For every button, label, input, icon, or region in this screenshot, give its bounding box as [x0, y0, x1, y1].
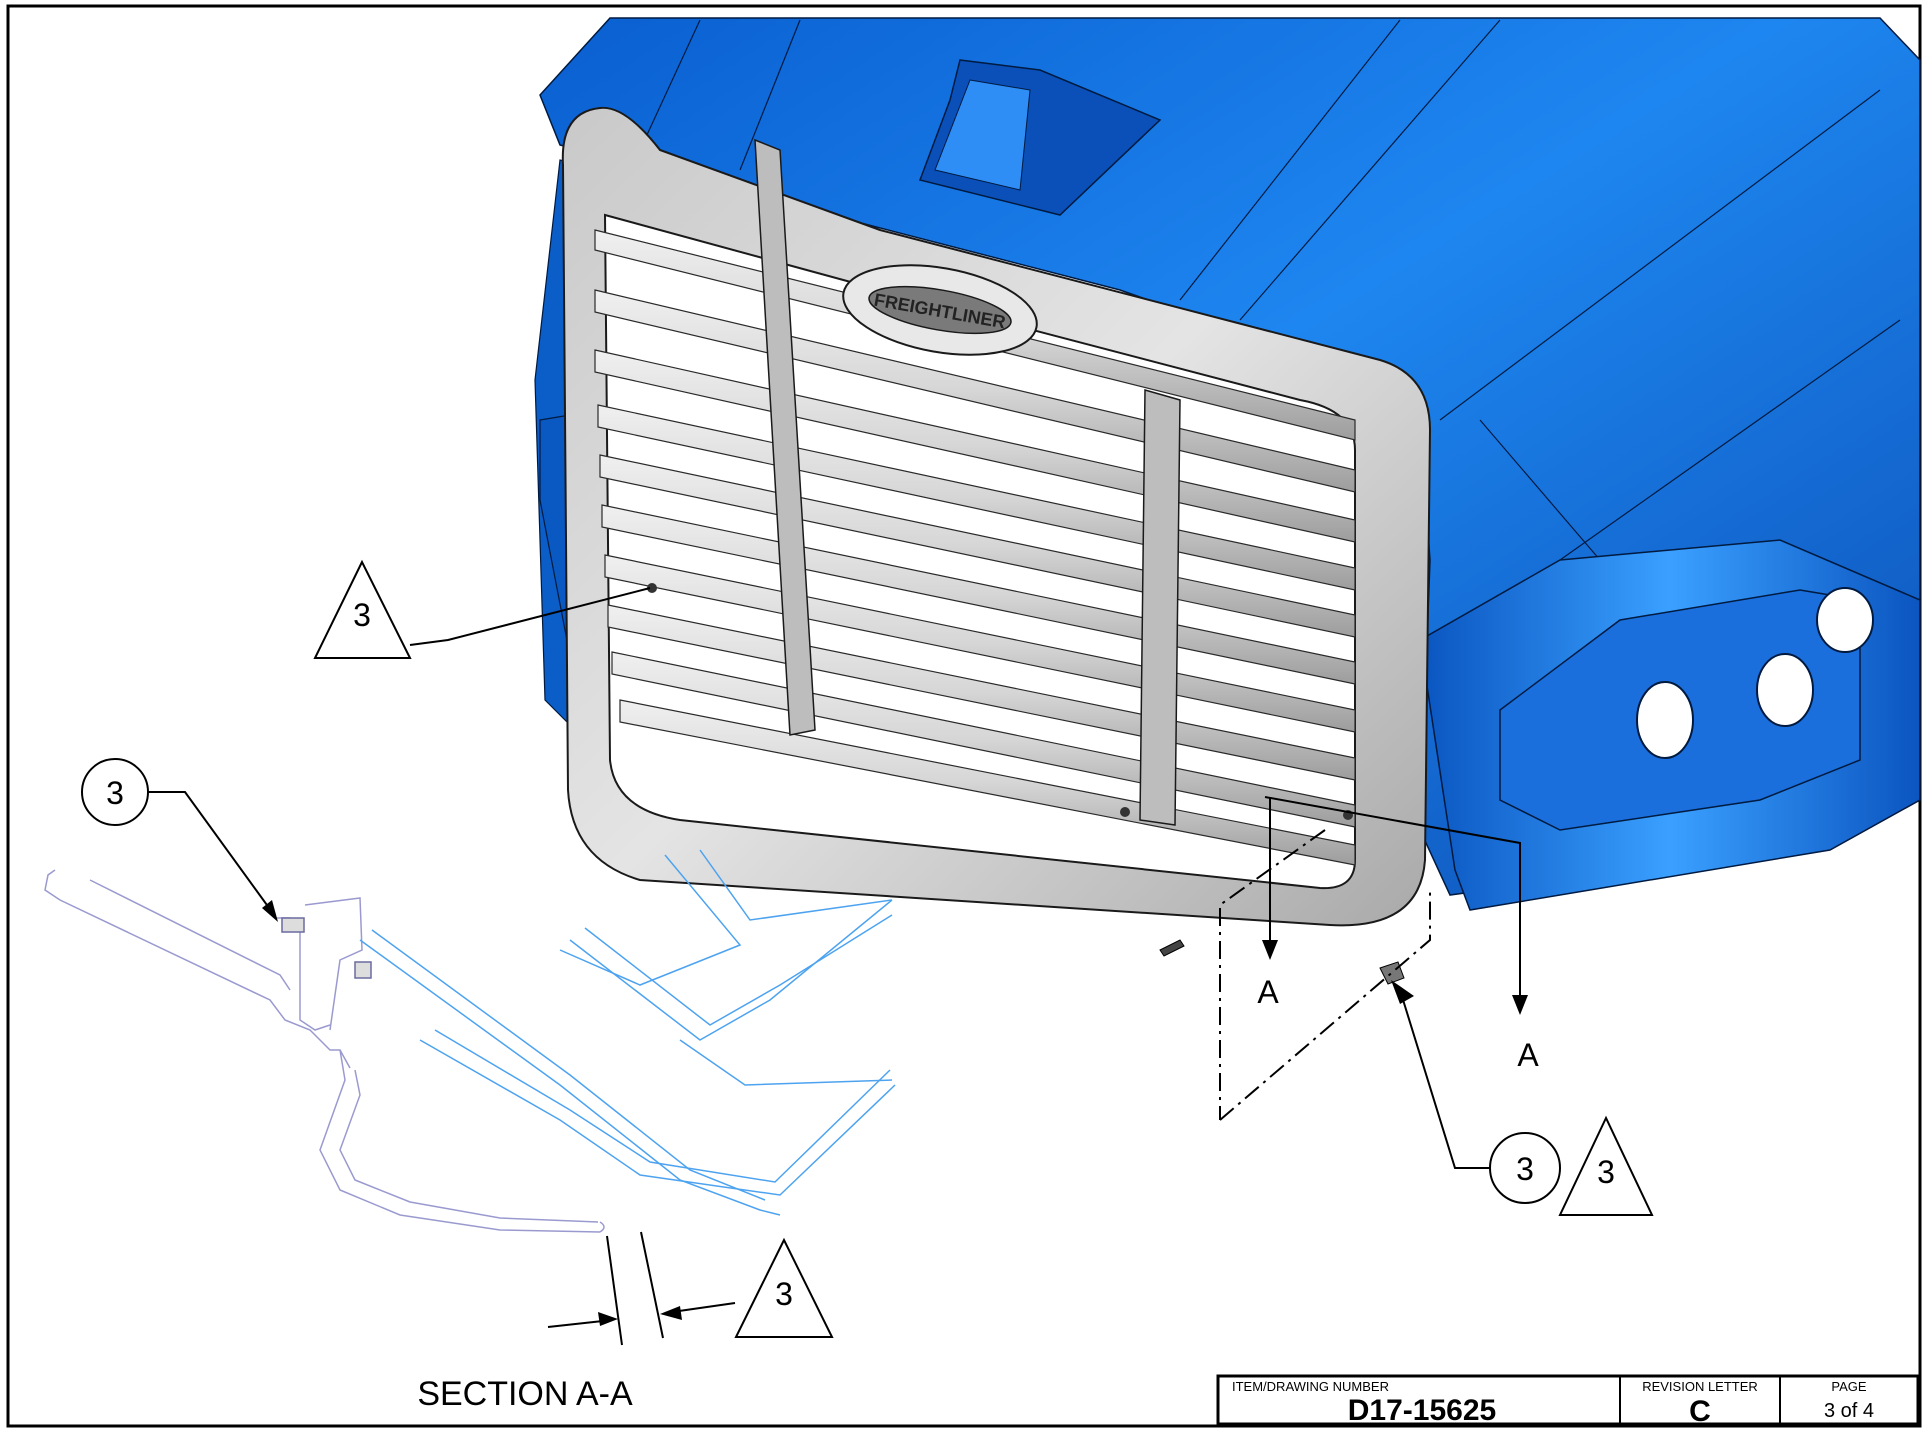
page-value: 3 of 4: [1824, 1400, 1874, 1422]
headlight-lamp-2: [1756, 653, 1814, 727]
section-marker-right: A: [1517, 1037, 1539, 1073]
headlight-lamp-3: [1816, 587, 1874, 653]
callout-circle-left-text: 3: [106, 775, 124, 811]
hood-crease-5: [1439, 89, 1881, 421]
callout-triangle-right-text: 3: [1597, 1154, 1615, 1190]
section-arrow-left: [1262, 940, 1278, 960]
leader-line: [1399, 989, 1490, 1169]
revision-letter-value: C: [1689, 1395, 1711, 1428]
title-block: ITEM/DRAWING NUMBER D17-15625 REVISION L…: [1216, 1374, 1920, 1428]
callout-triangle-bottom: [734, 1237, 834, 1338]
section-arrow-right: [1512, 995, 1528, 1015]
grille-rib-left: [754, 138, 816, 736]
callout-circle-right-text: 3: [1516, 1151, 1534, 1187]
section-profile-grille: [44, 869, 605, 1233]
page-label: PAGE: [1831, 1379, 1866, 1394]
grille-rib-right: [1139, 389, 1181, 826]
hood-crease-1: [639, 19, 701, 151]
emblem-badge: [868, 285, 1012, 335]
item-number-label: ITEM/DRAWING NUMBER: [1232, 1379, 1389, 1394]
bolt-left: [647, 583, 657, 593]
section-fastener: [281, 917, 305, 933]
dimension-arrow: [660, 1306, 682, 1320]
section-cut-line: [1264, 796, 1521, 1005]
section-marker-left: A: [1257, 974, 1279, 1010]
callout-group-right: 3 3: [1391, 980, 1654, 1216]
revision-letter-label: REVISION LETTER: [1642, 1379, 1758, 1394]
section-fastener: [354, 961, 372, 979]
emblem: FREIGHTLINER: [842, 264, 1038, 356]
hood-crease-6: [1559, 319, 1901, 561]
callout-triangle-bottom-text: 3: [775, 1276, 793, 1312]
hood-crease-2: [739, 19, 801, 171]
section-caption: SECTION A-A: [417, 1375, 633, 1413]
leader-line: [148, 791, 273, 913]
explode-lines: [1219, 829, 1431, 1121]
explode-line: [1219, 829, 1326, 1120]
gap-dimension: [547, 1231, 736, 1346]
title-block-frame: [1216, 1374, 1920, 1426]
hood-scoop-inner: [934, 79, 1031, 191]
hood-crease-4: [1239, 19, 1501, 321]
hood-illustration: FREIGHTLINER: [534, 17, 1921, 985]
hood-crease-3: [1179, 19, 1401, 301]
explode-line: [1219, 890, 1431, 1121]
leader-arrow: [1391, 980, 1414, 1004]
extension-line: [640, 1231, 664, 1339]
extension-line: [606, 1235, 623, 1346]
callout-triangle-right: [1558, 1115, 1654, 1216]
item-number-value: D17-15625: [1348, 1394, 1496, 1427]
section-view: [44, 849, 896, 1233]
bolt-lower: [1120, 807, 1130, 817]
section-profile-hood: [359, 849, 896, 1216]
leader-arrow: [262, 900, 278, 922]
callout-triangle-left-text: 3: [353, 597, 371, 633]
dimension-arrow: [598, 1312, 618, 1326]
leader-line: [409, 587, 651, 646]
callout-circle-left-group: 3: [81, 758, 278, 922]
headlight-lamp-1: [1636, 681, 1694, 759]
callout-triangle-bottom-group: 3: [734, 1237, 834, 1338]
callout-triangle-left: 3: [313, 559, 651, 659]
screw-fastener: [1159, 939, 1185, 957]
